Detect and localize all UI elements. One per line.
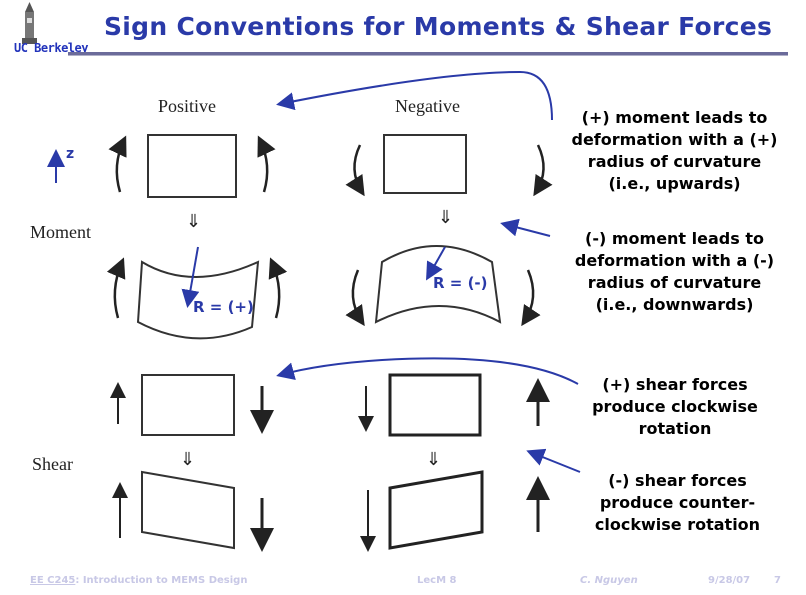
note-line: radius of curvature [587, 273, 762, 292]
pos-moment-bent-left-arrow [106, 257, 126, 319]
footer-author: C. Nguyen [580, 575, 638, 586]
footer-course-title: : Introduction to MEMS Design [75, 575, 248, 586]
note-line: clockwise rotation [594, 515, 761, 534]
neg-shear-deformed [388, 470, 484, 550]
title-rule [68, 52, 788, 55]
note-negative-shear: (-) shear forces produce counter- clockw… [575, 470, 780, 536]
note-positive-shear: (+) shear forces produce clockwise rotat… [580, 374, 770, 440]
neg-moment-bent-right-arrow [521, 269, 541, 327]
footer-course: EE C245: Introduction to MEMS Design [30, 575, 247, 586]
callout-arrow-positive [276, 70, 553, 121]
note-line: (i.e., upwards) [608, 174, 741, 193]
footer-date: 9/28/07 [708, 575, 751, 586]
callout-arrow-pos-shear [276, 357, 579, 385]
neg-moment-left-arrow [345, 144, 365, 197]
campanile-icon [22, 2, 37, 44]
note-line: (-) shear forces [608, 471, 747, 490]
label-shear: Shear [32, 454, 73, 474]
callout-arrow-neg-moment [500, 218, 551, 237]
neg-moment-implies-arrow: ⇓ [438, 207, 453, 228]
neg-moment-bent-beam [374, 245, 502, 324]
z-axis-label: z [66, 146, 75, 162]
note-line: deformation with a (+) [571, 130, 778, 149]
pos-moment-right-arrow [257, 135, 276, 193]
note-line: (-) moment leads to [585, 229, 764, 248]
footer-page-number: 7 [774, 575, 781, 586]
title-rule-shadow [68, 55, 788, 56]
label-negative: Negative [395, 96, 460, 116]
neg-moment-right-arrow [533, 144, 553, 197]
note-line: (+) moment leads to [581, 108, 768, 127]
callout-arrow-neg-shear [526, 448, 581, 473]
footer-lecture: LecM 8 [417, 575, 457, 586]
note-line: (i.e., downwards) [595, 295, 754, 314]
label-moment: Moment [30, 222, 91, 242]
note-line: produce counter- [599, 493, 756, 512]
note-positive-moment: (+) moment leads to deformation with a (… [552, 107, 797, 195]
pos-moment-left-arrow [108, 135, 127, 193]
note-line: produce clockwise [592, 397, 758, 416]
note-line: rotation [638, 419, 712, 438]
pos-moment-bent-right-arrow [268, 257, 288, 319]
neg-moment-bent-left-arrow [345, 269, 365, 327]
neg-radius-arrow [426, 246, 446, 281]
logo-text: UC Berkeley [14, 41, 88, 55]
pos-shear-implies-arrow: ⇓ [180, 449, 195, 470]
neg-shear-beam [388, 373, 482, 437]
label-positive: Positive [158, 96, 217, 116]
note-line: deformation with a (-) [574, 251, 775, 270]
pos-shear-beam [141, 374, 235, 436]
pos-moment-implies-arrow: ⇓ [186, 211, 201, 232]
pos-shear-deformed [141, 470, 235, 550]
neg-shear-implies-arrow: ⇓ [426, 449, 441, 470]
footer-course-code: EE C245 [30, 575, 76, 586]
slide-title: Sign Conventions for Moments & Shear For… [104, 12, 773, 41]
radius-negative-label: R = (-) [433, 274, 488, 292]
note-line: radius of curvature [587, 152, 762, 171]
uc-berkeley-logo: UC Berkeley [0, 0, 100, 80]
pos-moment-beam [147, 134, 237, 198]
note-negative-moment: (-) moment leads to deformation with a (… [552, 228, 797, 316]
note-line: (+) shear forces [602, 375, 748, 394]
neg-moment-beam [383, 134, 467, 194]
radius-positive-label: R = (+) [193, 298, 254, 316]
pos-radius-arrow [181, 246, 200, 308]
